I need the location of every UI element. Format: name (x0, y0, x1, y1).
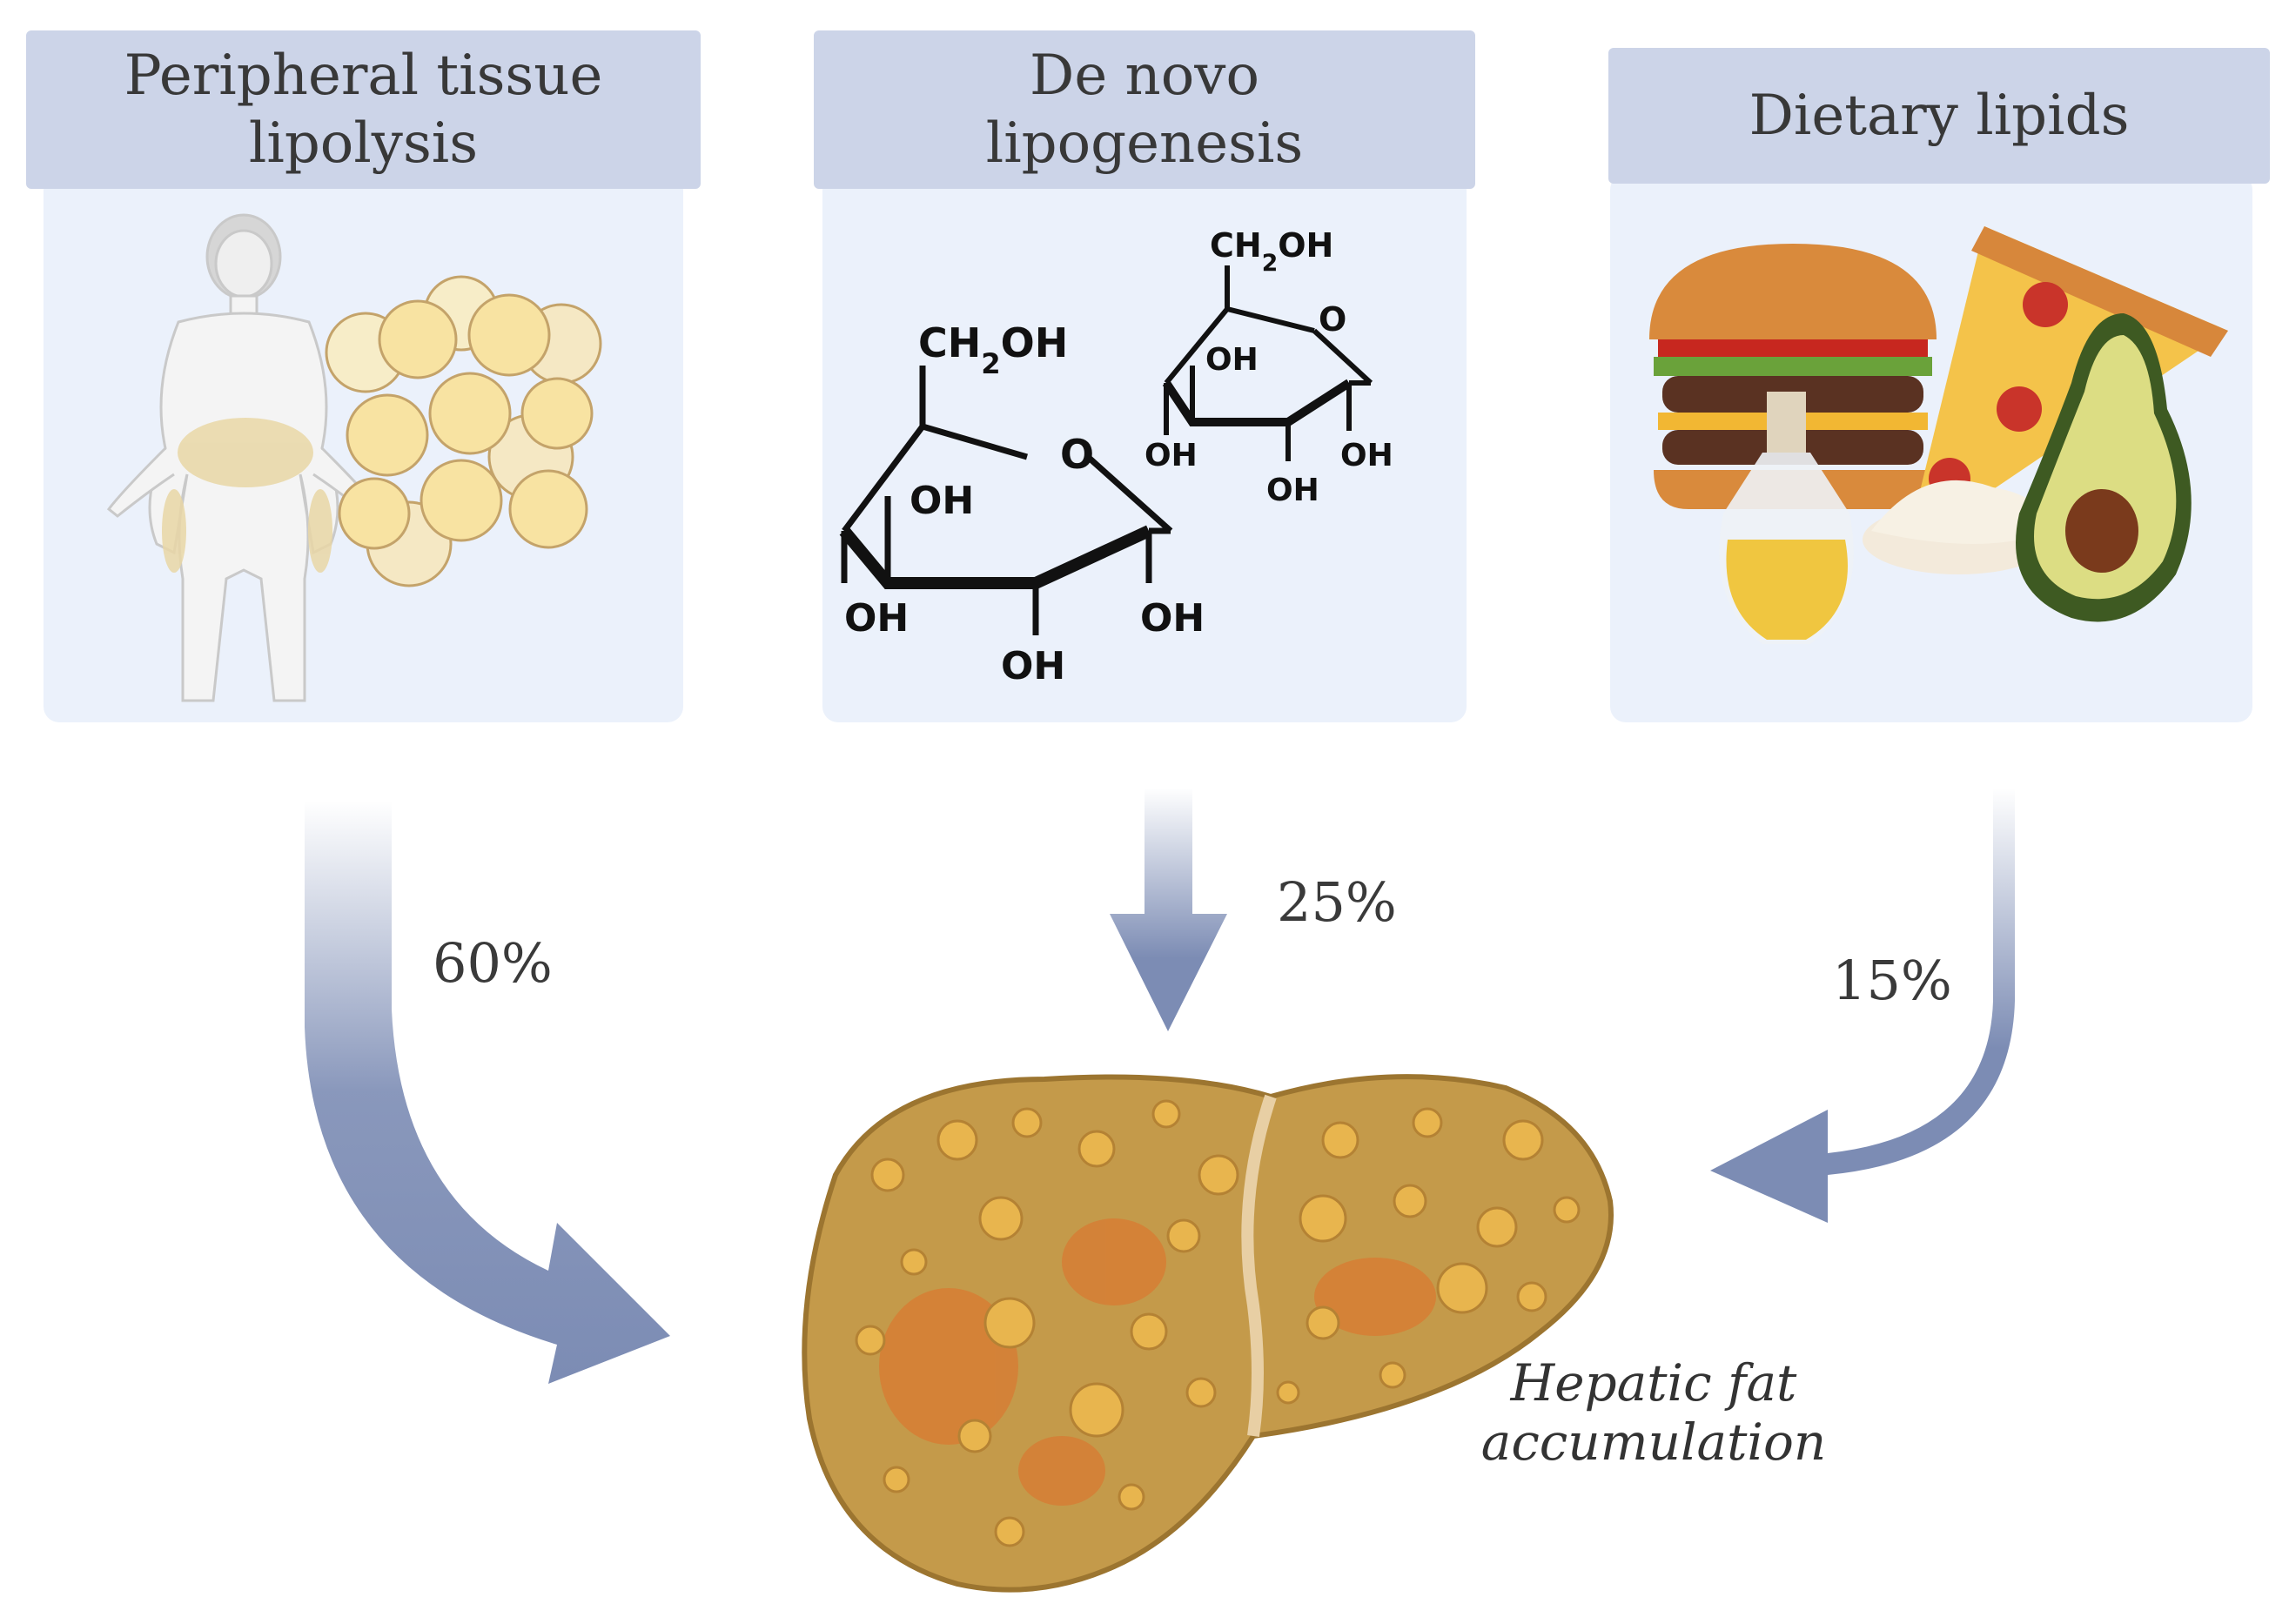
small-oh-3: OH (1266, 473, 1319, 508)
percent-denovo: 25% (1277, 870, 1397, 934)
large-ring-o: O (1060, 431, 1094, 478)
panel-denovo (822, 174, 1467, 722)
adipocyte-cluster (325, 275, 602, 587)
header-denovo: De novo lipogenesis (814, 30, 1475, 189)
arrow-dietary (1710, 788, 2015, 1223)
arrow-denovo (1110, 788, 1227, 1031)
small-ch2oh-label: CH2OH (1210, 226, 1333, 277)
percent-dietary: 15% (1832, 949, 1952, 1012)
small-oh-4: OH (1340, 438, 1393, 473)
mayo-icon (1863, 480, 2054, 574)
fatty-foods-icon (1649, 226, 2228, 644)
large-ch2oh-label: CH2OH (918, 319, 1068, 380)
liver-caption: Hepatic fat accumulation (1480, 1353, 1827, 1472)
pizza-slice-icon (1906, 226, 2228, 548)
large-oh-3: OH (1001, 644, 1065, 688)
large-oh-4: OH (1140, 596, 1205, 641)
person-figure (106, 213, 381, 702)
fat-droplets (855, 1099, 1581, 1547)
header-dietary-text: Dietary lipids (1749, 84, 2130, 148)
belly-fat (162, 418, 332, 573)
small-ring-o: O (1319, 300, 1346, 339)
obese-person-adipocytes-icon (106, 213, 602, 702)
arrow-peripheral (305, 801, 670, 1384)
header-peripheral-text: Peripheral tissue lipolysis (124, 44, 603, 176)
header-denovo-text: De novo lipogenesis (985, 44, 1304, 176)
glucose-small (1162, 265, 1373, 461)
glucose-large (839, 366, 1173, 635)
liver-patches (879, 1218, 1436, 1506)
oil-bottle-icon (1719, 392, 1854, 644)
large-oh-2: OH (844, 596, 909, 641)
avocado-icon (2016, 313, 2192, 622)
header-peripheral: Peripheral tissue lipolysis (26, 30, 701, 189)
glucose-structure-icon: CH2OH O OH OH OH OH CH2OH O OH OH OH OH (839, 226, 1393, 688)
header-dietary: Dietary lipids (1608, 48, 2270, 184)
large-oh-1: OH (910, 479, 974, 523)
percent-peripheral: 60% (433, 931, 553, 995)
small-oh-2: OH (1144, 438, 1198, 473)
burger-icon (1649, 244, 1937, 509)
fatty-liver-icon (802, 1074, 1614, 1593)
small-oh-1: OH (1205, 342, 1259, 378)
